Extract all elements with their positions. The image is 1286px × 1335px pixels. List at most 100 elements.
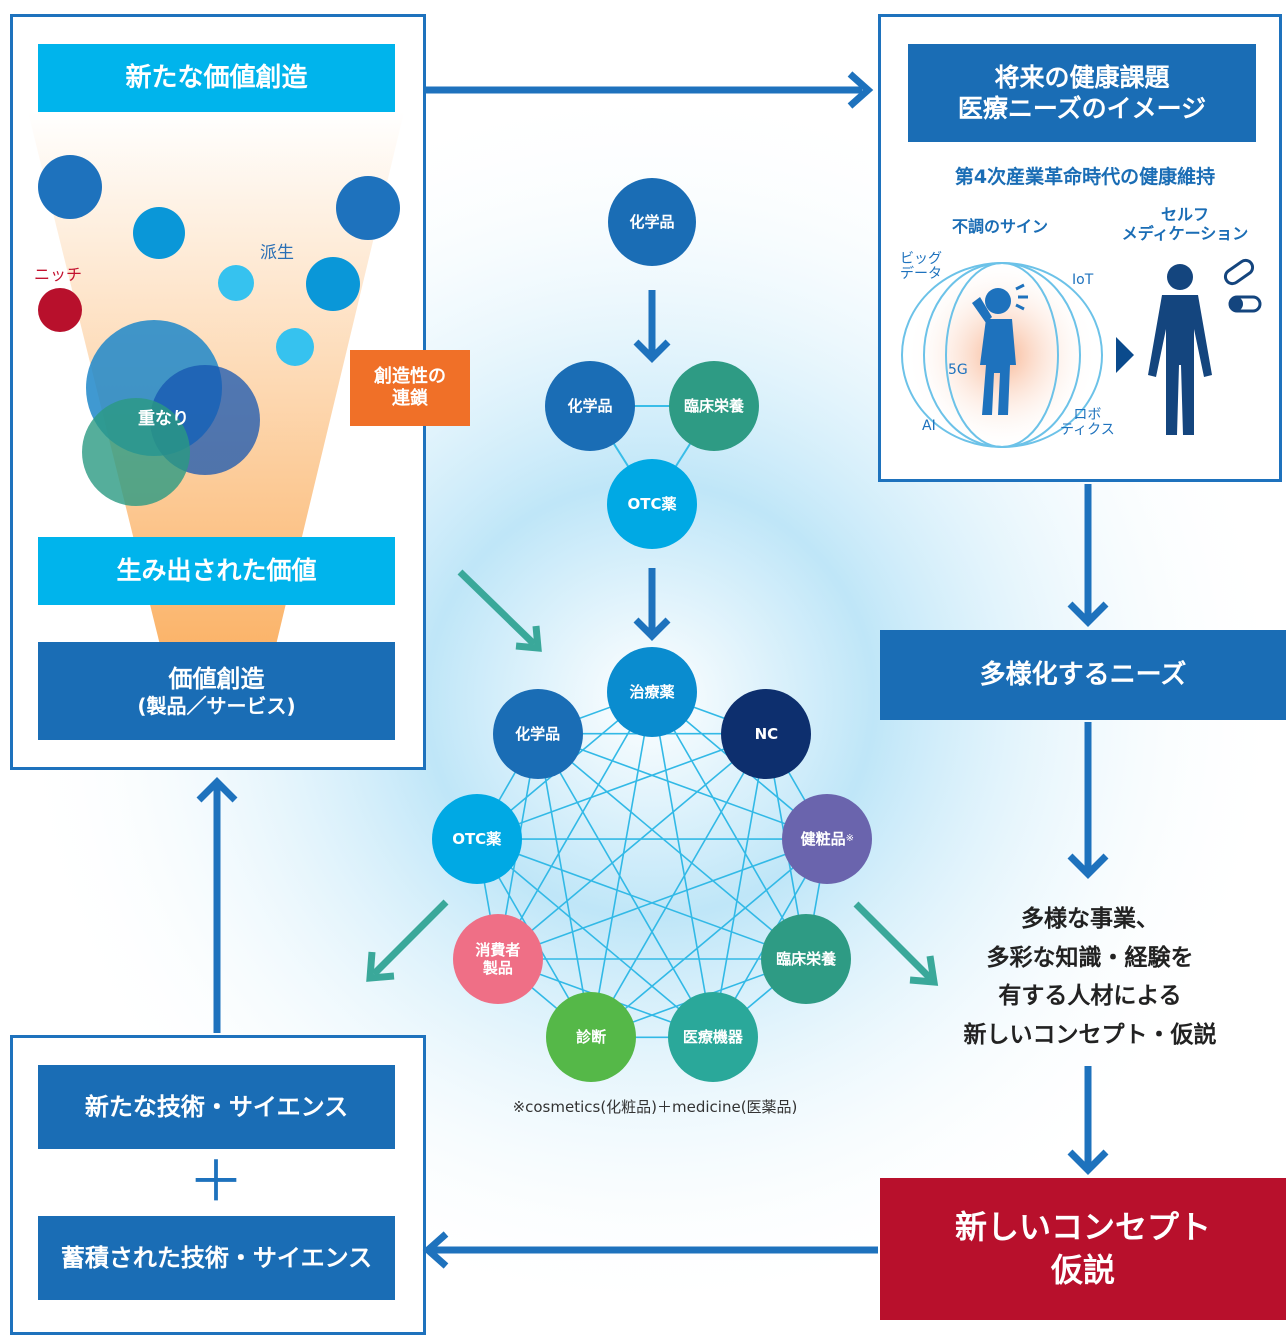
people-line: 多様な事業、: [1021, 906, 1159, 932]
accum-tech-box: 蓄積された技術・サイエンス: [38, 1216, 395, 1300]
bubble: [306, 257, 360, 311]
network-link: [536, 733, 592, 1038]
bubble: [133, 207, 185, 259]
network-link: [537, 733, 807, 960]
value-creation-title: 価値創造: [168, 664, 265, 693]
teal-arrow-out-left: [371, 899, 449, 977]
health-signal-illustration: [901, 258, 1262, 451]
chain-line2: 連鎖: [392, 388, 428, 409]
triad-chemical: 化学品: [545, 361, 635, 451]
bubble: [336, 176, 400, 240]
creativity-chain-badge: 創造性の 連鎖: [350, 350, 470, 426]
new-value-header: 新たな価値創造: [38, 44, 395, 112]
arrowhead: [1067, 1149, 1109, 1175]
arrowhead: [196, 777, 238, 803]
pill-icon: [1223, 258, 1262, 313]
teal-arrow-in: [457, 569, 537, 647]
diverse-people-text: 多様な事業、 多彩な知識・経験を 有する人材による 新しいコンセプト・仮説: [920, 900, 1260, 1055]
industry4-subtitle: 第4次産業革命時代の健康維持: [954, 166, 1216, 188]
bigdata-line2: データ: [900, 265, 942, 282]
arrowhead: [847, 71, 874, 109]
node-nc-label: NC: [754, 724, 779, 743]
node-cosmedicine-label: 健粧品: [800, 830, 846, 849]
arrowhead: [633, 617, 671, 641]
robotics-label: ロボ ティクス: [1060, 408, 1115, 437]
new-concept-line2: 仮説: [1050, 1251, 1115, 1289]
self-med-line2: メディケーション: [1121, 224, 1249, 244]
node-diagnostics-label: 診断: [576, 1028, 607, 1047]
network-link: [476, 838, 807, 960]
arrowhead: [422, 1231, 449, 1269]
plus-sign: ＋: [188, 1150, 244, 1215]
overlap-label: 重なり: [138, 409, 189, 429]
node-cosmedicine: 健粧品※: [782, 794, 873, 885]
network-link: [712, 733, 768, 1038]
node-medical-devices-label: 医療機器: [682, 1028, 743, 1047]
people-line: 有する人材による: [998, 983, 1182, 1010]
niche-bubble: [38, 288, 82, 332]
network-link: [590, 838, 828, 1038]
node-chemical: 化学品: [492, 688, 583, 779]
triad-otc: OTC薬: [607, 459, 697, 549]
network-link: [476, 732, 767, 840]
node-chemical-label: 化学品: [515, 724, 561, 743]
new-concept-line1: 新しいコンセプト: [954, 1207, 1211, 1246]
bigdata-line1: ビッグ: [900, 251, 942, 267]
arrowhead: [515, 625, 542, 652]
future-health-line2: 医療ニーズのイメージ: [957, 94, 1207, 123]
future-health-header: 将来の健康課題 医療ニーズのイメージ: [908, 44, 1256, 142]
network-link: [497, 733, 767, 960]
node-consumer-products: 消費者 製品: [452, 914, 543, 1004]
network-link: [476, 838, 714, 1038]
cosmedicine-mark: ※: [845, 833, 854, 845]
node-clinical-nutrition: 臨床栄養: [761, 914, 852, 1004]
network-link: [497, 838, 828, 960]
network-link: [651, 691, 807, 960]
network-link: [590, 691, 653, 1038]
network-link: [536, 733, 714, 1038]
bubble: [218, 265, 254, 301]
network-link: [497, 691, 653, 960]
triad-clinical-nutrition-label: 臨床栄養: [683, 397, 744, 415]
robotics-line2: ティクス: [1060, 421, 1115, 438]
derivative-label: 派生: [260, 243, 294, 263]
unwell-person-icon: [972, 283, 1028, 415]
future-health-line1: 将来の健康課題: [994, 62, 1170, 92]
human-body-icon: [1148, 264, 1212, 435]
node-chemical-top: 化学品: [608, 178, 696, 266]
sign-label: 不調のサイン: [951, 217, 1048, 236]
people-line: 多彩な知識・経験を: [986, 944, 1194, 971]
node-medical-devices: 医療機器: [667, 992, 758, 1083]
network-link: [537, 732, 828, 840]
node-otc: OTC薬: [431, 794, 522, 885]
diverse-needs-box: 多様化するニーズ: [880, 630, 1286, 720]
cosmedicine-footnote: ※cosmetics(化粧品)＋medicine(医薬品): [512, 1098, 798, 1116]
node-consumer-products-label: 消費者 製品: [475, 941, 521, 977]
network-link: [590, 733, 768, 1038]
node-nc: NC: [721, 688, 812, 779]
arrowhead: [633, 339, 671, 363]
ai-label: AI: [922, 418, 936, 434]
node-otc-label: OTC薬: [452, 830, 502, 849]
chain-line1: 創造性の: [374, 365, 446, 387]
triad-chemical-label: 化学品: [567, 397, 613, 415]
teal-arrow-out-right: [853, 901, 933, 981]
triad-otc-label: OTC薬: [627, 495, 677, 513]
people-line: 新しいコンセプト・仮説: [963, 1021, 1217, 1048]
bubble: [38, 155, 102, 219]
arrowhead: [366, 951, 395, 982]
node-therapeutics-label: 治療薬: [629, 683, 675, 701]
bigdata-label: ビッグ データ: [900, 252, 942, 281]
value-creation-box: 価値創造 (製品／サービス): [38, 642, 395, 740]
play-arrow-icon: [1116, 337, 1134, 373]
5g-label: 5G: [948, 362, 968, 378]
overlap-bubble-c: [82, 398, 190, 506]
niche-label: ニッチ: [34, 265, 83, 284]
node-clinical-nutrition-label: 臨床栄養: [776, 950, 837, 968]
node-chemical-top-label: 化学品: [629, 213, 675, 231]
bubble: [276, 328, 314, 366]
signal-ring: [945, 262, 1059, 448]
iot-label: IoT: [1072, 272, 1094, 288]
